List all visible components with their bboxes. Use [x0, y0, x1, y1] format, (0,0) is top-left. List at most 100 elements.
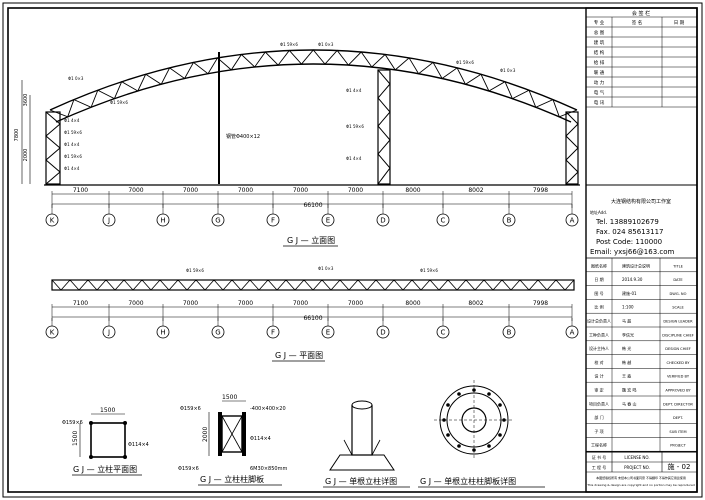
- axis-bubble: [211, 213, 225, 227]
- single-column-title: G J — 单根立柱详图: [325, 476, 397, 486]
- signoff-label: 暖 通: [594, 69, 605, 76]
- axis-bubble: [45, 213, 59, 227]
- axis-bubble: [102, 325, 116, 339]
- info-en: PROJECT: [670, 444, 686, 448]
- info-label: 图 号: [594, 290, 603, 296]
- info-label: 日 期: [594, 276, 603, 282]
- info-label: 审 定: [594, 387, 603, 393]
- info-en: DWG. NO: [670, 292, 687, 296]
- axis-label: K: [50, 329, 55, 337]
- signoff-label: 结 构: [594, 49, 605, 56]
- member-note: Φ1 0×3: [318, 266, 334, 271]
- axis-bubble: [211, 325, 225, 339]
- span-dimension: 7000: [348, 300, 363, 307]
- axis-bubble: [156, 325, 170, 339]
- elevation-view: 钢管Φ400×12 7800 3600 2000 Φ1 4×4 Φ1 59×6 …: [14, 42, 580, 247]
- svg-text:LICENSE NO.: LICENSE NO.: [624, 455, 649, 460]
- svg-text:2000: 2000: [202, 427, 209, 442]
- axis-bubble: [156, 213, 170, 227]
- info-label: 子 项: [594, 428, 603, 434]
- left-column-truss: [45, 111, 61, 185]
- column-plan-title: G J — 立柱平面图: [73, 464, 137, 474]
- base-plate-detail: G J — 单根立柱柱脚板详图: [418, 380, 545, 488]
- info-value: 韩 光: [622, 345, 631, 351]
- axis-bubble: [376, 325, 390, 339]
- info-en: DEPT. DIRECTOR: [663, 402, 693, 406]
- info-value: 建施-01: [622, 290, 637, 296]
- axis-bubble: [565, 325, 579, 339]
- span-dimension: 7000: [128, 187, 143, 194]
- axis-label: D: [380, 217, 385, 225]
- span-dimension: 7998: [533, 187, 548, 194]
- member-note: Φ1 59×6: [346, 124, 364, 129]
- svg-text:1500: 1500: [100, 407, 115, 414]
- axis-label: H: [160, 217, 165, 225]
- span-dimension: 7100: [73, 300, 88, 307]
- right-column-truss: [565, 111, 579, 185]
- member-note: Φ1 59×6: [280, 42, 298, 47]
- elevation-title: G J — 立面图: [287, 235, 335, 245]
- axis-label: H: [160, 329, 165, 337]
- svg-text:1500: 1500: [72, 431, 79, 446]
- left-dim-upper: 3600: [23, 94, 29, 107]
- axis-bubble: [436, 213, 450, 227]
- span-dimension: 7000: [128, 300, 143, 307]
- info-en: DESIGN LEADER: [663, 320, 693, 324]
- axis-bubble: [45, 325, 59, 339]
- signoff-label: 专 业: [594, 19, 605, 26]
- axis-bubble: [321, 213, 335, 227]
- svg-text:1500: 1500: [222, 394, 237, 401]
- member-note: Φ1 4×4: [64, 166, 80, 171]
- info-value: 2014.9.30: [622, 277, 643, 282]
- member-note: Φ1 4×4: [64, 142, 80, 147]
- info-label: 设计总负责人: [587, 318, 611, 324]
- info-en: VERIFIED BY: [667, 375, 690, 379]
- arch-top-chord: [49, 49, 578, 111]
- axis-bubble: [565, 213, 579, 227]
- svg-text:-400×400×20: -400×400×20: [250, 406, 286, 412]
- svg-text:Φ159×6: Φ159×6: [62, 420, 83, 426]
- member-note: Φ1 59×6: [64, 154, 82, 159]
- member-note: Φ1 59×6: [64, 130, 82, 135]
- member-note: Φ1 0×3: [500, 68, 516, 73]
- member-note: Φ1 4×4: [64, 118, 80, 123]
- svg-text:工 程 号: 工 程 号: [592, 464, 607, 470]
- signoff-table: 专 业签 名日 期总 图建 筑结 构给 排暖 通动 力电 气电 讯: [586, 17, 697, 108]
- plan-total-dim: 66100: [303, 315, 322, 322]
- member-note: Φ1 4×4: [346, 156, 362, 161]
- info-label: 设 计: [594, 373, 603, 379]
- info-value: 李信光: [622, 331, 634, 337]
- info-label: 图纸名称: [591, 262, 607, 268]
- info-label: 比 例: [594, 304, 603, 310]
- axis-bubble: [266, 213, 280, 227]
- info-en: DATE: [673, 278, 683, 282]
- left-dim-lower: 2000: [23, 149, 29, 162]
- info-value: 韩 越: [622, 359, 631, 365]
- span-dimension: 7000: [183, 300, 198, 307]
- plan-title: G J — 平面图: [275, 351, 323, 360]
- fax: Fax. 024 85613117: [596, 228, 663, 236]
- plan-truss-outline: [51, 279, 575, 291]
- info-value: 马 超: [622, 318, 631, 324]
- span-dimension: 8000: [405, 300, 420, 307]
- axis-bubble: [376, 213, 390, 227]
- center-pipe-note: 钢管Φ400×12: [226, 133, 260, 140]
- info-en: DISCIPLINE CHIEF: [662, 333, 694, 337]
- member-note: Φ1 59×6: [110, 100, 128, 105]
- member-note: Φ1 59×6: [456, 60, 474, 65]
- info-label: 校 对: [594, 359, 603, 365]
- axis-label: D: [380, 329, 385, 337]
- info-en: SUB ITEM: [669, 430, 686, 434]
- axis-bubble: [266, 325, 280, 339]
- arch-bottom-chord: [55, 63, 572, 123]
- svg-text:Φ114×4: Φ114×4: [250, 436, 271, 442]
- info-en: APPROVED BY: [665, 389, 691, 393]
- info-value: 建筑设计总说明: [622, 262, 650, 268]
- sheet-number: 施 - 02: [668, 462, 691, 471]
- axis-bubble: [436, 325, 450, 339]
- signoff-label: 建 筑: [594, 39, 605, 46]
